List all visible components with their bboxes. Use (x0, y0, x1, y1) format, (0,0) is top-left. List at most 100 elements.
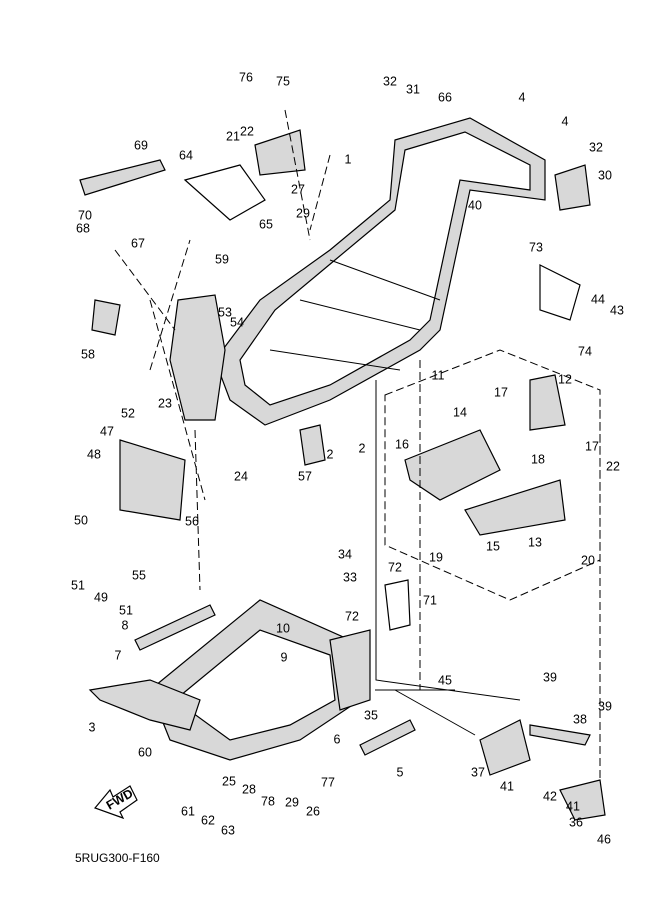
callout-2: 2 (327, 447, 334, 461)
callout-61: 61 (181, 804, 195, 818)
cover-73 (539, 264, 581, 321)
callout-14: 14 (453, 405, 467, 419)
callout-22: 22 (606, 459, 620, 473)
callout-50: 50 (74, 513, 88, 527)
callout-8: 8 (122, 618, 129, 632)
callout-28: 28 (242, 782, 256, 796)
callout-22: 22 (240, 124, 254, 138)
callout-75: 75 (276, 74, 290, 88)
callout-35: 35 (364, 708, 378, 722)
callout-53: 53 (218, 305, 232, 319)
callout-68: 68 (76, 221, 90, 235)
callout-5: 5 (397, 765, 404, 779)
bracket-30 (554, 164, 591, 211)
plate-71 (384, 579, 411, 631)
callout-17: 17 (585, 439, 599, 453)
callout-78: 78 (261, 794, 275, 808)
callout-41: 41 (500, 779, 514, 793)
fwd-arrow-icon: FWD (93, 785, 138, 820)
callout-72: 72 (388, 560, 402, 574)
callout-32: 32 (589, 140, 603, 154)
cover-57 (299, 424, 326, 466)
callout-76: 76 (239, 70, 253, 84)
callout-20: 20 (581, 553, 595, 567)
callout-55: 55 (132, 568, 146, 582)
callout-9: 9 (281, 650, 288, 664)
callout-73: 73 (529, 240, 543, 254)
callout-38: 38 (573, 712, 587, 726)
callout-19: 19 (429, 550, 443, 564)
callout-34: 34 (338, 547, 352, 561)
callout-65: 65 (259, 217, 273, 231)
callout-74: 74 (578, 344, 592, 358)
callout-48: 48 (87, 447, 101, 461)
main-frame (214, 117, 546, 426)
callout-23: 23 (158, 396, 172, 410)
callout-51: 51 (119, 603, 133, 617)
callout-1: 1 (345, 152, 352, 166)
callout-3: 3 (89, 720, 96, 734)
callout-52: 52 (121, 406, 135, 420)
callout-72: 72 (345, 609, 359, 623)
callout-69: 69 (134, 138, 148, 152)
callout-77: 77 (321, 775, 335, 789)
callout-37: 37 (471, 765, 485, 779)
callout-71: 71 (423, 593, 437, 607)
callout-63: 63 (221, 823, 235, 837)
callout-62: 62 (201, 813, 215, 827)
callout-49: 49 (94, 590, 108, 604)
lower-frame (88, 599, 371, 761)
callout-11: 11 (432, 368, 445, 382)
callout-4: 4 (562, 114, 569, 128)
bracket-36 (559, 779, 606, 821)
callout-40: 40 (468, 198, 482, 212)
callout-4: 4 (519, 90, 526, 104)
bracket-12 (529, 374, 566, 431)
callout-41: 41 (566, 799, 580, 813)
callout-16: 16 (395, 437, 409, 451)
callout-46: 46 (597, 832, 611, 846)
callout-31: 31 (406, 82, 420, 96)
callout-47: 47 (100, 424, 114, 438)
callout-33: 33 (343, 570, 357, 584)
callout-30: 30 (598, 168, 612, 182)
callout-13: 13 (528, 535, 542, 549)
callout-39: 39 (598, 699, 612, 713)
callout-32: 32 (383, 74, 397, 88)
callout-44: 44 (591, 292, 605, 306)
callout-66: 66 (438, 90, 452, 104)
bracket-52 (119, 439, 186, 521)
callout-51: 51 (71, 578, 85, 592)
callout-7: 7 (115, 648, 122, 662)
callout-56: 56 (185, 514, 199, 528)
callout-67: 67 (131, 236, 145, 250)
callout-42: 42 (543, 789, 557, 803)
rubber-58 (91, 299, 121, 336)
callout-60: 60 (138, 745, 152, 759)
callout-6: 6 (334, 732, 341, 746)
callout-36: 36 (569, 815, 583, 829)
head-pipe (169, 294, 226, 421)
diagram-code: 5RUG300-F160 (75, 851, 160, 865)
callout-45: 45 (438, 673, 452, 687)
callout-64: 64 (179, 148, 193, 162)
callout-2: 2 (359, 441, 366, 455)
bracket-37 (479, 719, 531, 776)
callout-39: 39 (543, 670, 557, 684)
callout-18: 18 (531, 452, 545, 466)
callout-17: 17 (494, 385, 508, 399)
callout-58: 58 (81, 347, 95, 361)
bracket-21 (254, 129, 306, 176)
callout-10: 10 (276, 621, 290, 635)
bracket-14 (404, 429, 501, 501)
callout-29: 29 (296, 206, 310, 220)
callout-29: 29 (285, 795, 299, 809)
bracket-13 (464, 479, 566, 536)
callout-15: 15 (486, 539, 500, 553)
cover-64 (183, 164, 266, 221)
bracket-69 (79, 159, 166, 196)
callout-25: 25 (222, 774, 236, 788)
callout-27: 27 (291, 182, 305, 196)
